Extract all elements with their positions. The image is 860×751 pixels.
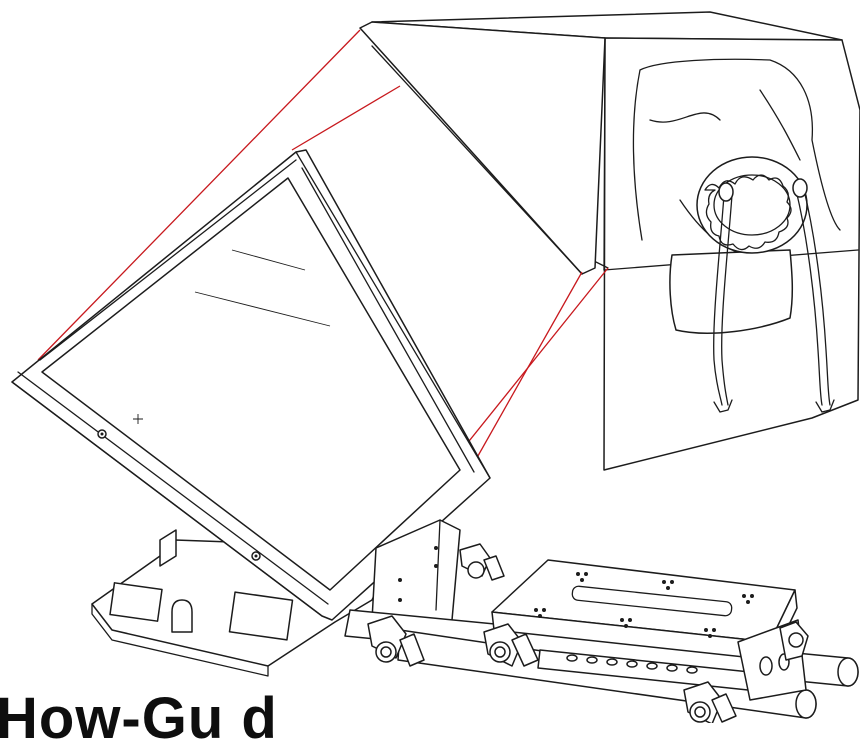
knob-2	[483, 623, 539, 667]
glass-reflection-1	[231, 249, 306, 271]
plate-holes	[534, 572, 754, 638]
teleprompter-illustration	[11, 11, 860, 725]
glass-reflection-2	[194, 291, 331, 327]
knob-3	[683, 681, 737, 725]
hood-front-frame	[359, 21, 606, 275]
hood-cloth	[632, 58, 841, 261]
knob-4	[459, 543, 505, 581]
rail-slots	[566, 654, 698, 674]
hood-elastic-ring	[696, 156, 808, 254]
glass-panel	[41, 177, 461, 591]
caption-fragment: How-Gu d	[0, 686, 278, 751]
drawstring-cord-right	[795, 189, 823, 406]
hood-cloth-pouch	[669, 249, 794, 334]
camera-plate	[491, 559, 807, 701]
knob-1	[367, 615, 425, 667]
rod-clamp-knobs	[367, 543, 809, 725]
drawstring-cord-left	[713, 194, 725, 406]
knob-5	[779, 621, 809, 661]
hood	[359, 11, 860, 471]
beam-splitter-frame	[11, 149, 491, 621]
